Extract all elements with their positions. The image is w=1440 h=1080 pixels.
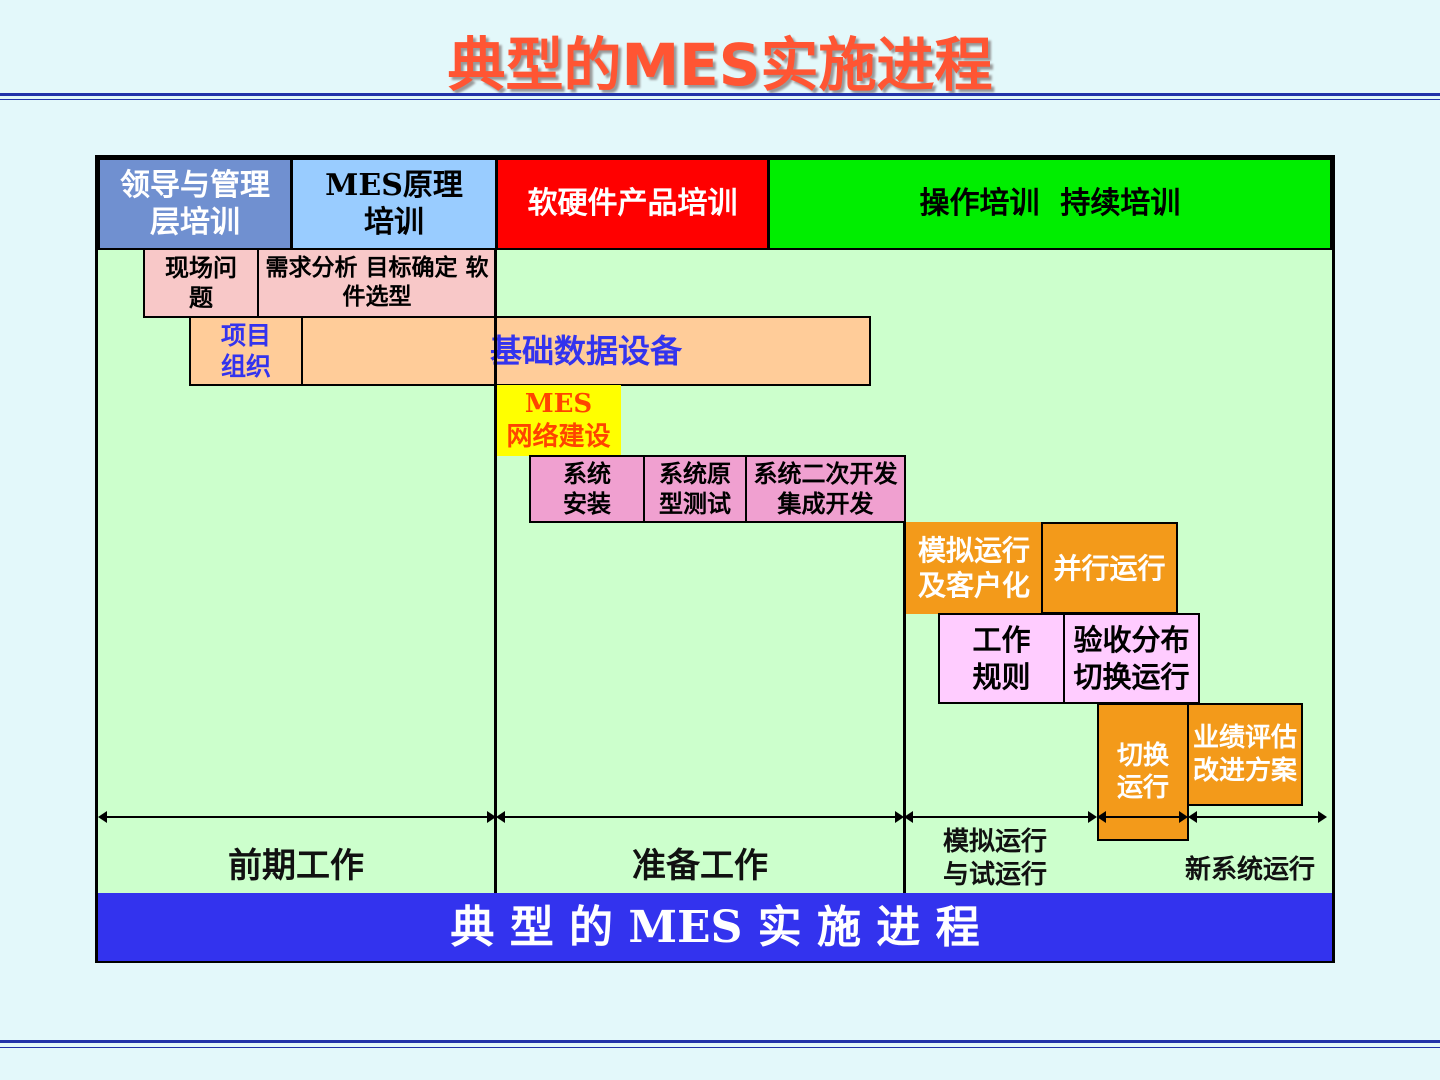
phase-prep-label: 准备工作 [632,846,768,886]
phase-arrow-prep [496,811,904,823]
phase-new-system-label: 新系统运行 [1184,855,1315,885]
task-acceptance: 验收分布切换运行 [1063,613,1200,704]
task-work-rules: 工作规则 [938,613,1065,704]
task-secondary-dev: 系统二次开发集成开发 [745,455,906,523]
task-base-data: 基础数据设备 [301,316,871,386]
task-parallel: 并行运行 [1041,522,1178,614]
task-evaluation: 业绩评估改进方案 [1187,703,1303,806]
divider [0,1047,1440,1048]
header-products-training: 软硬件产品培训 [496,158,769,250]
phase-arrow-trial [904,811,1097,823]
header-leadership-training: 领导与管理层培训 [98,158,292,250]
header-operations-training: 操作培训 持续培训 [768,158,1332,250]
phase-arrow-new [1188,811,1327,823]
task-project-org: 项目组织 [189,316,303,386]
task-simulation: 模拟运行及客户化 [905,522,1043,614]
task-site-issues: 现场问题 [143,248,259,318]
phase-trial-label: 模拟运行与试运行 [942,827,1047,890]
phase-separator [903,522,906,893]
task-install: 系统安装 [529,455,645,523]
page-title: 典型的MES实施进程 [447,31,993,99]
task-network: MES 网络建设 [496,385,621,456]
network-line1: MES [524,389,593,419]
network-line2: 网络建设 [506,421,611,452]
footer-banner: 典 型 的 MES 实 施 进 程 [98,893,1332,961]
phase-arrow-early [98,811,496,823]
phase-early-label: 前期工作 [228,846,364,886]
task-requirements: 需求分析 目标确定 软件选型 [257,248,497,318]
task-switch: 切换运行 [1097,703,1189,841]
divider [0,1040,1440,1043]
task-prototype: 系统原型测试 [643,455,747,523]
phase-arrow-switch [1097,811,1188,823]
header-principles-training: MES原理培训 [291,158,497,250]
phase-separator [494,248,497,893]
divider [0,99,1440,100]
divider [0,93,1440,96]
